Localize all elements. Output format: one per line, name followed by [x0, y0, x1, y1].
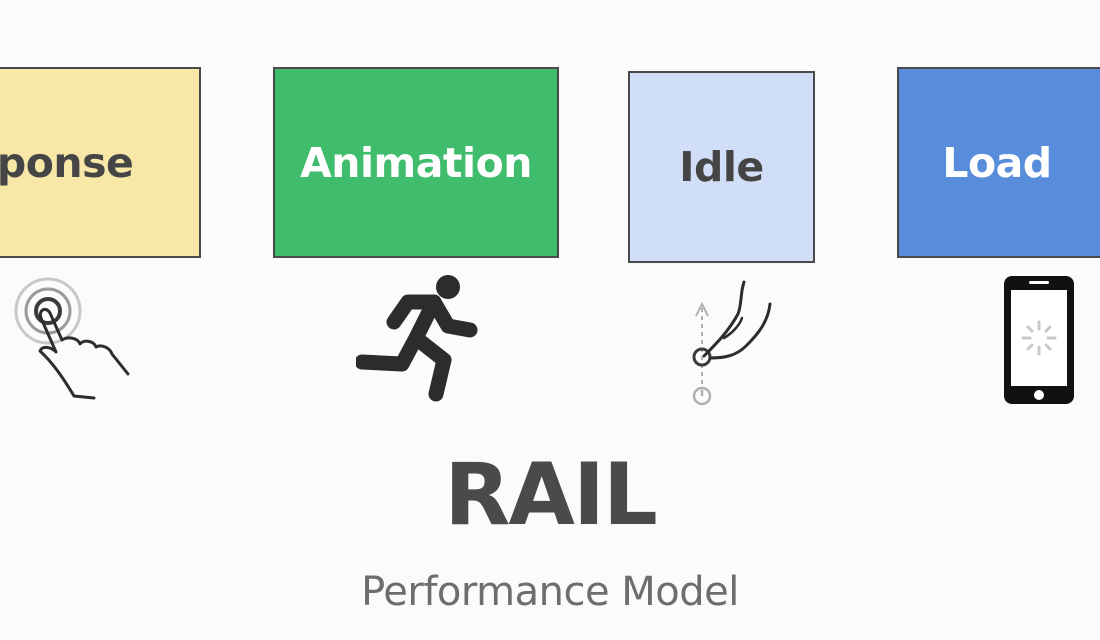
response-label: esponse	[0, 138, 134, 187]
animation-label: Animation	[300, 138, 532, 187]
animation-card: Animation	[273, 67, 559, 258]
idle-label: Idle	[679, 143, 764, 191]
load-card: Load	[897, 67, 1100, 258]
response-card: esponse	[0, 67, 201, 258]
load-label: Load	[942, 138, 1052, 187]
touch-tap-icon	[14, 277, 130, 400]
scroll-gesture-icon	[692, 280, 772, 406]
phone-loading-icon	[1004, 276, 1074, 404]
rail-subtitle: Performance Model	[361, 569, 739, 615]
rail-title: RAIL	[444, 445, 658, 545]
running-person-icon	[356, 275, 478, 402]
idle-card: Idle	[628, 71, 815, 263]
